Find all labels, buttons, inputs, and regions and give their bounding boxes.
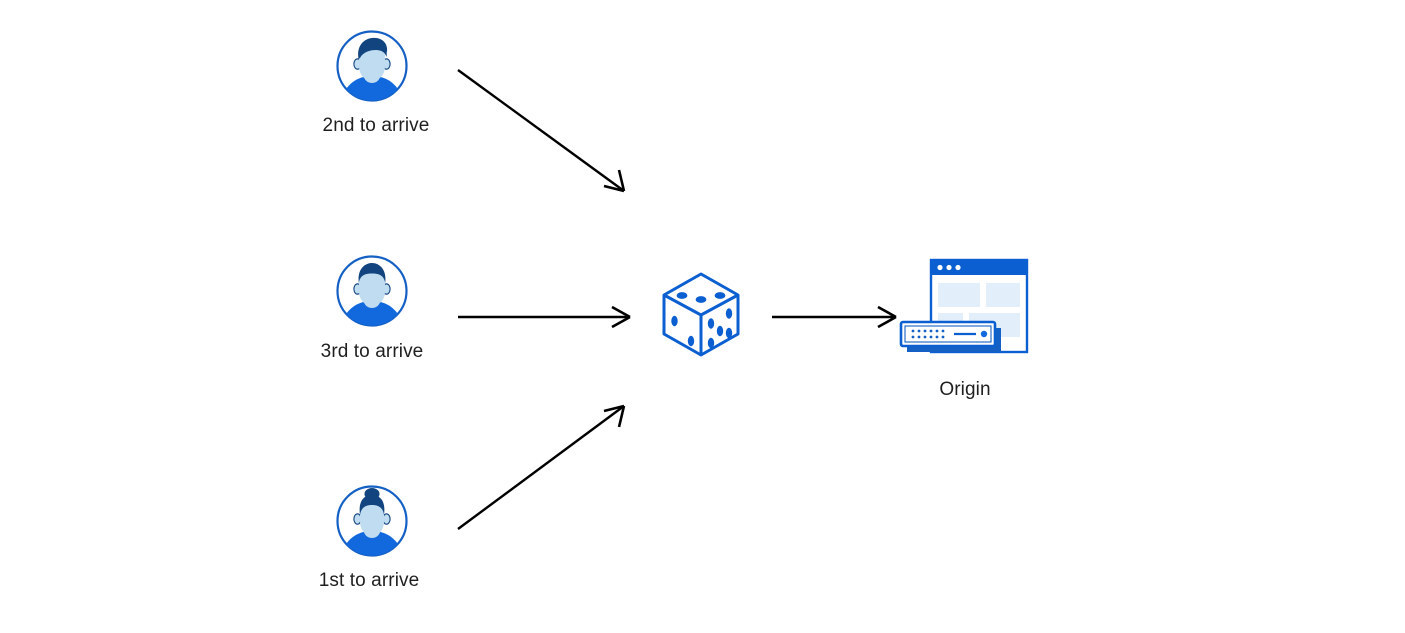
client-avatar-3rd[interactable] bbox=[334, 253, 410, 329]
client-label-3rd: 3rd to arrive bbox=[320, 341, 424, 362]
client-label-1st: 1st to arrive bbox=[318, 570, 420, 591]
origin-server-node[interactable] bbox=[898, 258, 1029, 358]
client-avatar-2nd[interactable] bbox=[334, 28, 410, 104]
user-avatar-icon bbox=[336, 255, 408, 327]
random-selector-dice[interactable] bbox=[658, 268, 744, 360]
user-avatar-icon bbox=[336, 30, 408, 102]
client-label-2nd: 2nd to arrive bbox=[322, 115, 430, 136]
arrow-1st-to-balancer bbox=[457, 404, 626, 530]
client-avatar-1st[interactable] bbox=[334, 483, 410, 559]
user-avatar-icon bbox=[336, 485, 408, 557]
origin-label: Origin bbox=[939, 379, 991, 400]
arrow-balancer-to-origin bbox=[772, 305, 897, 329]
dice-icon bbox=[662, 272, 740, 357]
router-appliance-icon bbox=[899, 320, 997, 348]
origin-server-icon bbox=[899, 258, 1029, 354]
arrow-3rd-to-balancer bbox=[458, 305, 631, 329]
